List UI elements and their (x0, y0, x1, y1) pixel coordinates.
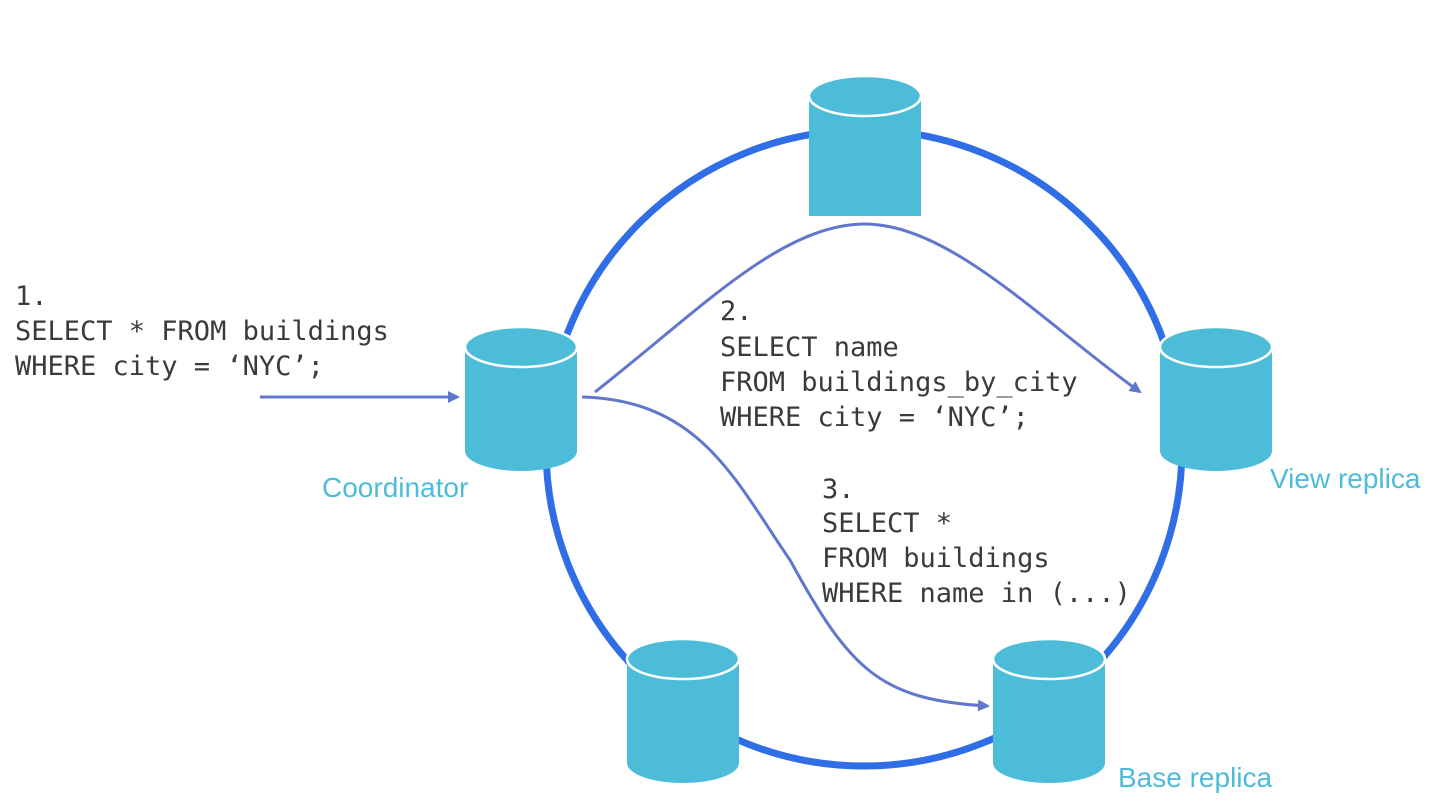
coordinator-database-icon (463, 325, 579, 471)
step-2-query: 2. SELECT name FROM buildings_by_city WH… (720, 296, 1078, 433)
step-2-line: FROM buildings_by_city (720, 367, 1078, 398)
step-3-line: SELECT * (822, 508, 952, 539)
bottom-left-node-database-icon (625, 637, 741, 783)
step-1-line: SELECT * FROM buildings (15, 316, 389, 347)
step-1-query: 1. SELECT * FROM buildings WHERE city = … (15, 281, 389, 382)
coordinator-label: Coordinator (322, 472, 468, 503)
view-query-arrow (594, 222, 1142, 394)
step-3-line: FROM buildings (822, 543, 1050, 574)
step-2-line: WHERE city = ‘NYC’; (720, 402, 1029, 433)
base-query-arrow (581, 395, 990, 712)
step-3-query: 3. SELECT * FROM buildings WHERE name in… (822, 474, 1131, 609)
view-replica-database-icon (1158, 325, 1274, 471)
base-replica-database-icon (991, 637, 1107, 783)
step-3-line: 3. (822, 474, 855, 505)
base-replica-label: Base replica (1118, 762, 1273, 793)
step-2-line: 2. (720, 296, 753, 327)
view-replica-label: View replica (1270, 463, 1421, 494)
step-2-line: SELECT name (720, 332, 899, 363)
top-node-database-icon (807, 74, 923, 216)
step-3-line: WHERE name in (...) (822, 578, 1131, 609)
step-1-line: 1. (15, 281, 48, 312)
step-1-line: WHERE city = ‘NYC’; (15, 351, 324, 382)
